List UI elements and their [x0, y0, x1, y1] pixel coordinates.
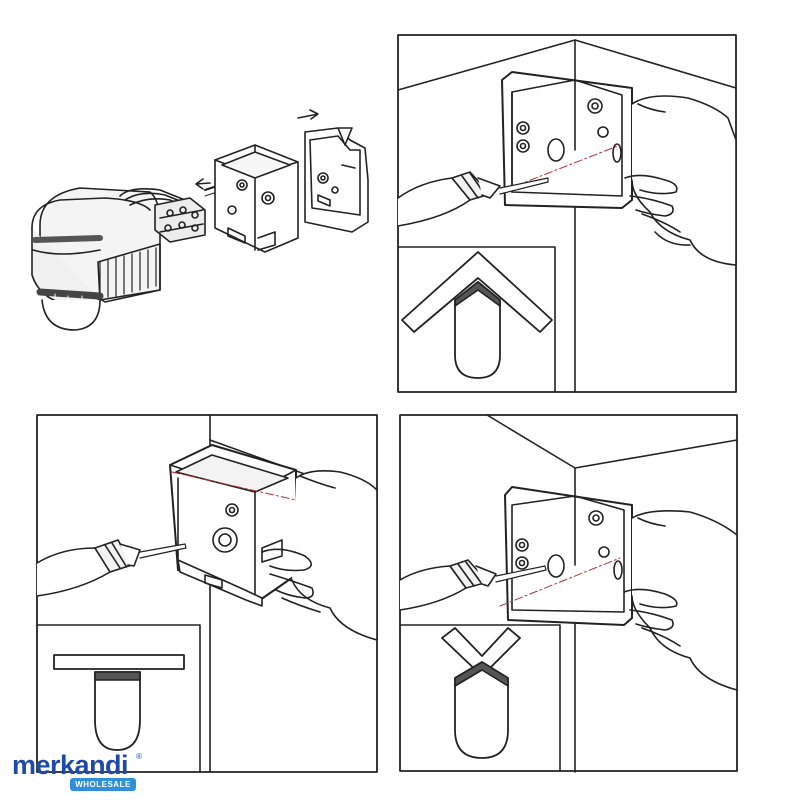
panel-corner-mount	[397, 34, 737, 393]
mounting-box-square	[214, 144, 299, 253]
exploded-view	[31, 109, 369, 331]
logo-trademark: ®	[136, 752, 142, 761]
power-drill	[399, 559, 547, 611]
power-drill	[36, 539, 187, 597]
logo-wordmark: merkandi	[12, 750, 129, 780]
hand-holding-box	[624, 95, 737, 266]
flat-wall-icon	[53, 654, 185, 751]
mounting-box-inside	[504, 486, 633, 626]
motion-sensor	[31, 187, 194, 331]
logo-badge: WHOLESALE	[70, 778, 136, 791]
hand-holding-box	[261, 470, 378, 641]
mounting-box-corner	[501, 71, 633, 209]
power-drill	[397, 171, 549, 227]
panel-flat-wall-mount	[36, 414, 378, 773]
corner-adapter	[304, 127, 369, 233]
corner-outside-icon	[401, 251, 553, 379]
corner-inside-icon	[441, 627, 521, 759]
mounting-box-flat	[169, 444, 297, 607]
merkandi-logo: merkandi ® WHOLESALE	[8, 746, 148, 796]
terminal-block	[154, 197, 206, 243]
hand-holding-box	[623, 510, 738, 691]
panel-inside-corner-mount	[399, 414, 738, 773]
